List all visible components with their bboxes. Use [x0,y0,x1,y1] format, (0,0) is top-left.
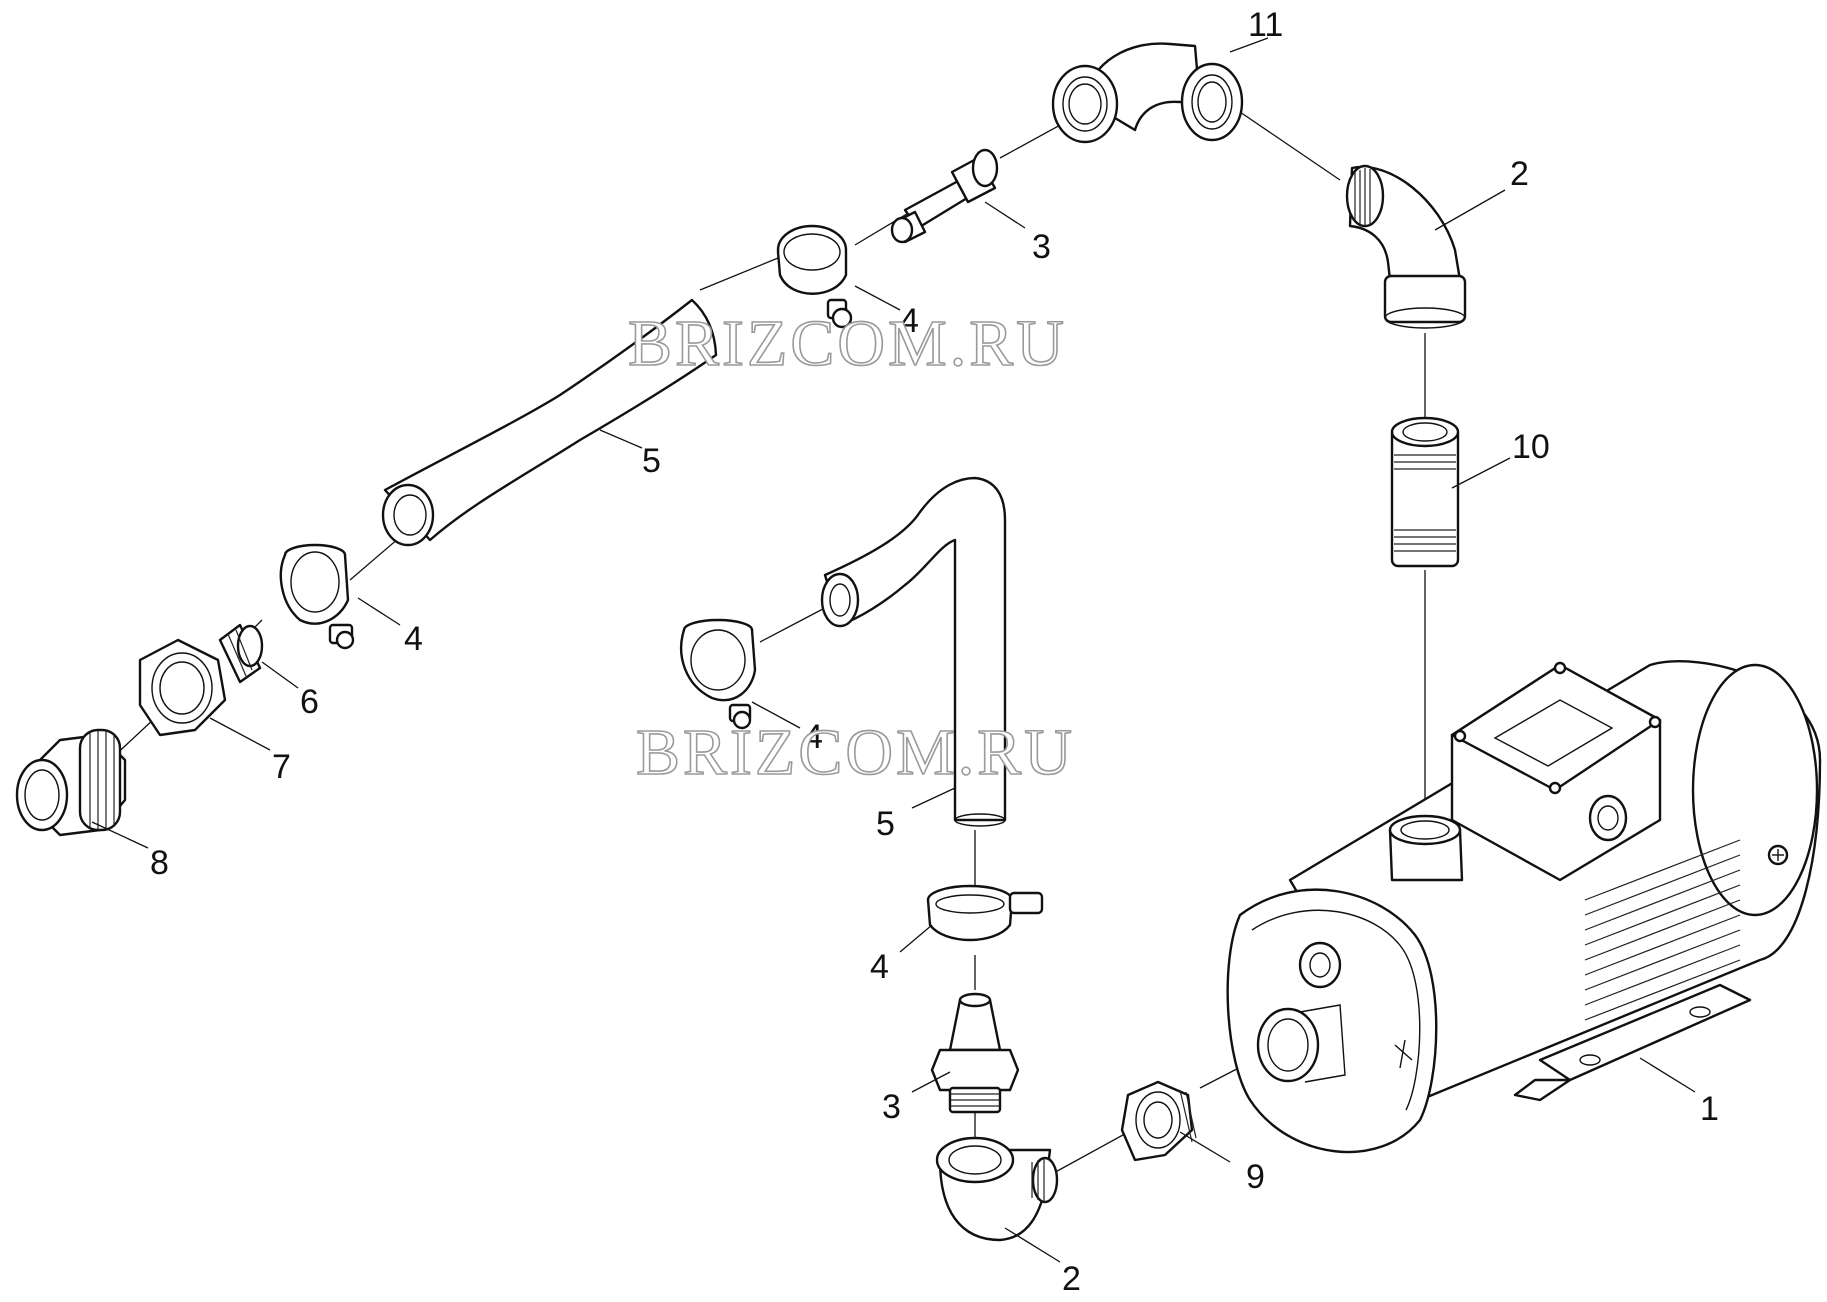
callout-11: 11 [1248,6,1283,44]
callout-7: 7 [272,748,291,786]
cooling-fins [1584,839,1741,1021]
callout-4-left: 4 [404,620,423,658]
part-3-upper-hose-barb [890,148,999,244]
part-4-upper-hose-clamp [776,224,853,329]
part-2-lower-elbow [935,1136,1059,1242]
part-3-lower-hose-barb [930,992,1020,1114]
callout-8: 8 [150,844,169,882]
part-9-reducer-bushing [1120,1080,1197,1162]
callout-leader-lines [91,37,1696,1263]
callout-5-middle: 5 [876,805,895,843]
part-7-union-nut [138,638,227,737]
part-6-hose-barb [218,623,264,684]
part-4-middle-hose-clamp [680,618,757,730]
callout-10: 10 [1512,428,1550,466]
callout-3-upper: 3 [1032,228,1051,266]
callout-1: 1 [1700,1090,1719,1128]
watermark-group: BRIZCOM.RU BRIZCOM.RU [627,306,1075,790]
part-4-left-hose-clamp [279,543,355,650]
callout-labels: 11 2 3 4 5 10 4 6 7 8 4 5 4 3 2 9 1 [150,6,1719,1298]
callout-4-upper: 4 [900,302,919,340]
callout-9: 9 [1246,1158,1265,1196]
part-11-elbow-fitting [1051,42,1244,144]
part-5-upper-hose [381,298,718,547]
callout-3-lower: 3 [882,1088,901,1126]
callout-2-upper: 2 [1510,155,1529,193]
part-1-pump-unit [1226,660,1822,1154]
callout-4-middle: 4 [804,718,823,756]
callout-2-lower: 2 [1062,1260,1081,1298]
part-4-lower-hose-clamp [926,884,1044,942]
callout-4-lower: 4 [870,948,889,986]
part-10-pipe-nipple [1390,416,1460,568]
callout-5-upper: 5 [642,442,661,480]
part-5-bent-hose [820,476,1007,827]
watermark-text-upper: BRIZCOM.RU [628,307,1067,380]
part-2-upper-elbow [1345,164,1467,329]
callout-6: 6 [300,683,319,721]
watermark-text-lower: BRIZCOM.RU [636,716,1075,789]
part-8-threaded-connector [15,728,127,837]
